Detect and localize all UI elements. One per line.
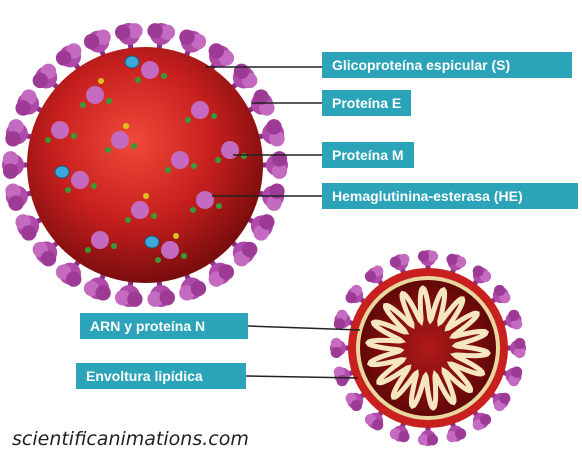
label-protein-m: Proteína M <box>322 142 414 168</box>
spike-head <box>15 100 30 115</box>
spike-head <box>511 366 522 377</box>
protein-m <box>91 183 97 189</box>
surface-spike <box>191 101 209 119</box>
surface-spike <box>86 86 104 104</box>
spike-head <box>331 347 342 358</box>
spike-head <box>372 419 383 430</box>
spike-head <box>160 290 175 305</box>
he-protein <box>125 56 139 68</box>
he-protein <box>145 236 159 248</box>
protein-e <box>98 78 104 84</box>
spike-head <box>56 50 71 65</box>
spike-head <box>66 271 81 286</box>
surface-spike <box>196 191 214 209</box>
protein-m <box>105 147 111 153</box>
spike-head <box>191 281 206 296</box>
spike-head <box>84 34 99 49</box>
spike-head <box>473 266 484 277</box>
protein-m <box>151 213 157 219</box>
surface-spike <box>111 131 129 149</box>
protein-m <box>80 102 86 108</box>
spike-head <box>95 285 110 300</box>
spike-head <box>5 131 20 146</box>
surface-spike <box>141 61 159 79</box>
surface-spike <box>51 121 69 139</box>
credit-text: scientificanimations.com <box>12 428 249 450</box>
spike-head <box>334 318 345 329</box>
spike-head <box>499 393 510 404</box>
protein-e <box>143 193 149 199</box>
protein-m <box>191 163 197 169</box>
protein-m <box>45 137 51 143</box>
surface-spike <box>161 241 179 259</box>
protein-m <box>106 98 112 104</box>
label-spike-glycoprotein: Glicoproteína espicular (S) <box>322 52 572 78</box>
label-protein-e: Proteína E <box>322 90 411 116</box>
label-lipid-envelope: Envoltura lipídica <box>76 363 246 389</box>
spike-head <box>259 214 274 229</box>
spike-head <box>209 43 224 58</box>
protein-m <box>185 117 191 123</box>
spike-head <box>272 151 287 166</box>
label-hemagglutinin-esterase: Hemaglutinina-esterasa (HE) <box>322 183 578 209</box>
spike-head <box>179 29 194 44</box>
spike-head <box>33 73 48 88</box>
spike-head <box>390 257 401 268</box>
spike-head <box>242 242 257 257</box>
spike-head <box>480 414 491 425</box>
protein-m <box>215 157 221 163</box>
protein-m <box>125 217 131 223</box>
protein-m <box>211 113 217 119</box>
spike-head <box>494 285 505 296</box>
spike-head <box>337 375 348 386</box>
protein-e <box>123 123 129 129</box>
label-rna-protein-n: ARN y proteína N <box>80 313 248 339</box>
spike-head <box>446 254 457 265</box>
spike-head <box>219 264 234 279</box>
protein-e <box>173 233 179 239</box>
protein-m <box>111 243 117 249</box>
surface-spike <box>91 231 109 249</box>
protein-m <box>155 257 161 263</box>
protein-m <box>85 247 91 253</box>
spike-head <box>346 292 357 303</box>
spike-head <box>147 23 162 38</box>
spike-head <box>8 195 23 210</box>
spike-head <box>21 225 36 240</box>
protein-m <box>65 187 71 193</box>
spike-head <box>455 428 466 439</box>
protein-m <box>181 253 187 259</box>
surface-spike <box>221 141 239 159</box>
protein-m <box>165 167 171 173</box>
spike-head <box>418 251 429 262</box>
spike-head <box>514 338 525 349</box>
protein-m <box>71 133 77 139</box>
spike-head <box>127 291 142 306</box>
protein-m <box>131 143 137 149</box>
surface-spike <box>131 201 149 219</box>
spike-head <box>398 431 409 442</box>
spike-head <box>427 434 438 445</box>
protein-m <box>241 153 247 159</box>
spike-head <box>234 64 249 79</box>
virion-surface <box>27 47 263 283</box>
spike-head <box>3 163 18 178</box>
surface-spike <box>71 171 89 189</box>
spike-head <box>41 251 56 266</box>
spike-head <box>365 271 376 282</box>
protein-m <box>161 73 167 79</box>
spike-head <box>508 310 519 321</box>
protein-m <box>190 207 196 213</box>
spike-head <box>266 119 281 134</box>
spike-head <box>351 400 362 411</box>
surface-spike <box>171 151 189 169</box>
protein-m <box>135 77 141 83</box>
spike-head <box>115 25 130 40</box>
he-protein <box>55 166 69 178</box>
protein-m <box>216 203 222 209</box>
